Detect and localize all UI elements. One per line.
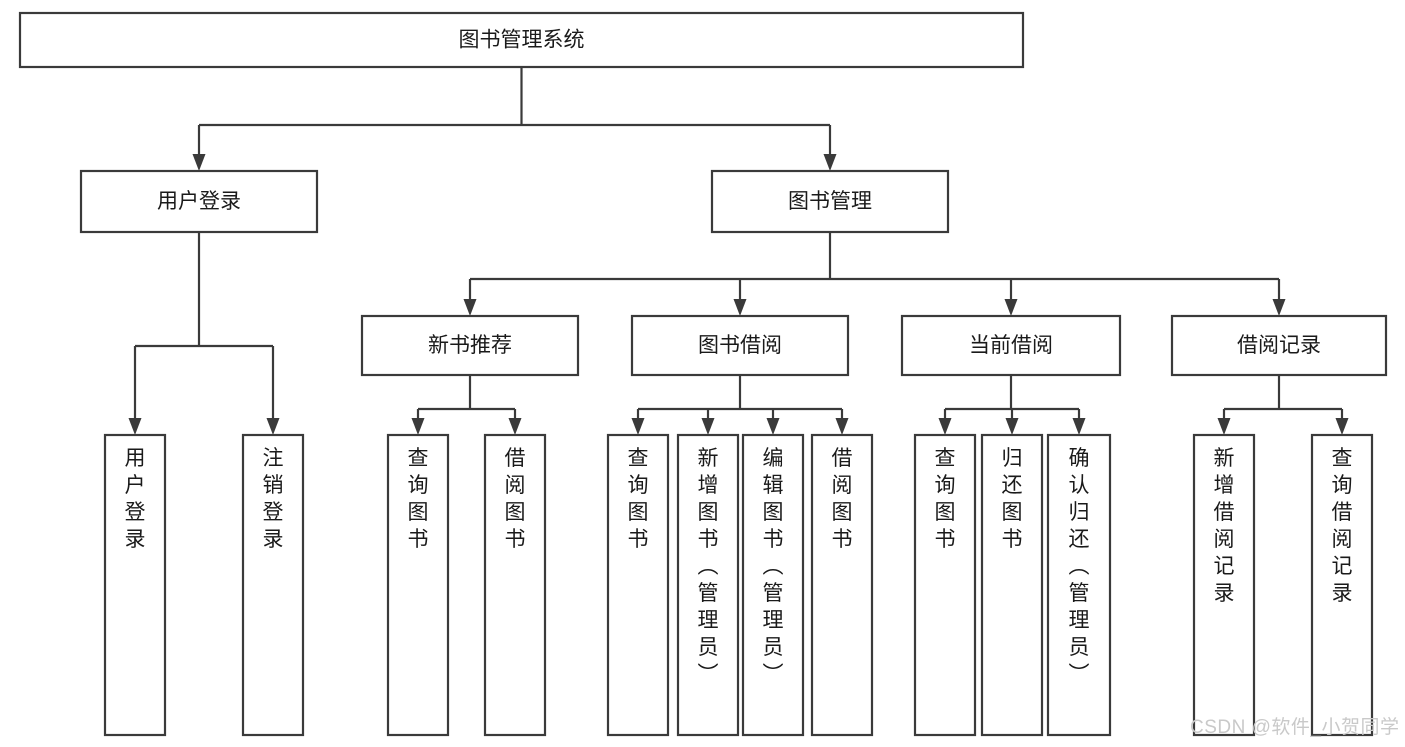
connector-group bbox=[1217, 375, 1349, 435]
node-box[interactable] bbox=[1310, 433, 1374, 737]
node-leaf-logout[interactable]: 注销登录 bbox=[241, 433, 305, 737]
arrow-head-icon bbox=[411, 418, 425, 435]
node-label: 新书推荐 bbox=[428, 334, 512, 357]
node-leaf-query-book-borrow[interactable]: 查询图书 bbox=[606, 433, 670, 737]
node-label: 新增图书︵管理员︶ bbox=[698, 447, 719, 686]
node-leaf-add-record[interactable]: 新增借阅记录 bbox=[1192, 433, 1256, 737]
node-box[interactable] bbox=[606, 433, 670, 737]
node-box[interactable] bbox=[241, 433, 305, 737]
arrow-head-icon bbox=[938, 418, 952, 435]
node-label: 当前借阅 bbox=[969, 334, 1053, 357]
node-leaf-confirm-return[interactable]: 确认归还︵管理员︶ bbox=[1046, 433, 1112, 737]
arrow-head-icon bbox=[1072, 418, 1086, 435]
node-book-manage[interactable]: 图书管理 bbox=[710, 169, 950, 234]
arrow-head-icon bbox=[508, 418, 522, 435]
node-label: 图书借阅 bbox=[698, 334, 782, 357]
arrow-head-icon bbox=[1272, 299, 1286, 316]
node-leaf-query-record[interactable]: 查询借阅记录 bbox=[1310, 433, 1374, 737]
arrow-head-icon bbox=[835, 418, 849, 435]
node-box[interactable] bbox=[360, 314, 580, 377]
node-box[interactable] bbox=[810, 433, 874, 737]
node-label: 借阅记录 bbox=[1237, 334, 1321, 357]
node-label: 查询图书 bbox=[935, 447, 956, 551]
node-label: 查询图书 bbox=[628, 447, 649, 551]
node-box[interactable] bbox=[741, 433, 805, 737]
node-box[interactable] bbox=[913, 433, 977, 737]
arrow-head-icon bbox=[1005, 418, 1019, 435]
node-label: 确认归还︵管理员︶ bbox=[1069, 447, 1090, 686]
node-label: 用户登录 bbox=[125, 447, 146, 551]
node-label: 用户登录 bbox=[157, 190, 241, 213]
connector-group bbox=[128, 232, 280, 435]
connector-group bbox=[463, 232, 1286, 316]
node-book-borrow[interactable]: 图书借阅 bbox=[630, 314, 850, 377]
node-box[interactable] bbox=[386, 433, 450, 737]
arrow-head-icon bbox=[266, 418, 280, 435]
node-box[interactable] bbox=[1046, 433, 1112, 737]
connector-group bbox=[938, 375, 1086, 435]
arrow-head-icon bbox=[733, 299, 747, 316]
arrow-head-icon bbox=[1335, 418, 1349, 435]
node-box[interactable] bbox=[1192, 433, 1256, 737]
node-user-login[interactable]: 用户登录 bbox=[79, 169, 319, 234]
node-label: 归还图书 bbox=[1002, 447, 1023, 551]
node-leaf-user-login[interactable]: 用户登录 bbox=[103, 433, 167, 737]
node-label: 查询图书 bbox=[408, 447, 429, 551]
node-box[interactable] bbox=[18, 11, 1025, 69]
connector-group bbox=[631, 375, 849, 435]
node-box[interactable] bbox=[900, 314, 1122, 377]
node-box[interactable] bbox=[710, 169, 950, 234]
node-leaf-borrow-book[interactable]: 借阅图书 bbox=[810, 433, 874, 737]
node-box[interactable] bbox=[676, 433, 740, 737]
node-leaf-query-book-rec[interactable]: 查询图书 bbox=[386, 433, 450, 737]
node-label: 借阅图书 bbox=[832, 447, 853, 551]
connector-group bbox=[192, 67, 837, 171]
arrow-head-icon bbox=[128, 418, 142, 435]
arrow-head-icon bbox=[631, 418, 645, 435]
arrow-head-icon bbox=[823, 154, 837, 171]
node-box[interactable] bbox=[79, 169, 319, 234]
arrow-head-icon bbox=[1004, 299, 1018, 316]
node-label: 图书管理 bbox=[788, 190, 872, 213]
node-label: 查询借阅记录 bbox=[1332, 447, 1353, 605]
node-box[interactable] bbox=[483, 433, 547, 737]
node-root-system[interactable]: 图书管理系统 bbox=[18, 11, 1025, 69]
node-leaf-edit-book[interactable]: 编辑图书︵管理员︶ bbox=[741, 433, 805, 737]
node-box[interactable] bbox=[630, 314, 850, 377]
arrow-head-icon bbox=[766, 418, 780, 435]
node-label: 编辑图书︵管理员︶ bbox=[763, 447, 784, 686]
node-borrow-record[interactable]: 借阅记录 bbox=[1170, 314, 1388, 377]
connector-group bbox=[411, 375, 522, 435]
node-box[interactable] bbox=[1170, 314, 1388, 377]
arrow-head-icon bbox=[1217, 418, 1231, 435]
node-leaf-add-book[interactable]: 新增图书︵管理员︶ bbox=[676, 433, 740, 737]
node-label: 图书管理系统 bbox=[459, 29, 585, 52]
node-current-borrow[interactable]: 当前借阅 bbox=[900, 314, 1122, 377]
arrow-head-icon bbox=[701, 418, 715, 435]
arrow-head-icon bbox=[192, 154, 206, 171]
node-label: 新增借阅记录 bbox=[1214, 447, 1235, 605]
node-box[interactable] bbox=[103, 433, 167, 737]
node-leaf-query-book-cur[interactable]: 查询图书 bbox=[913, 433, 977, 737]
node-box[interactable] bbox=[980, 433, 1044, 737]
watermark-label: CSDN @软件_小贺同学 bbox=[1190, 717, 1400, 738]
node-leaf-borrow-book-rec[interactable]: 借阅图书 bbox=[483, 433, 547, 737]
node-label: 注销登录 bbox=[263, 447, 284, 551]
node-new-book-recommend[interactable]: 新书推荐 bbox=[360, 314, 580, 377]
node-label: 借阅图书 bbox=[505, 447, 526, 551]
node-leaf-return-book[interactable]: 归还图书 bbox=[980, 433, 1044, 737]
arrow-head-icon bbox=[463, 299, 477, 316]
